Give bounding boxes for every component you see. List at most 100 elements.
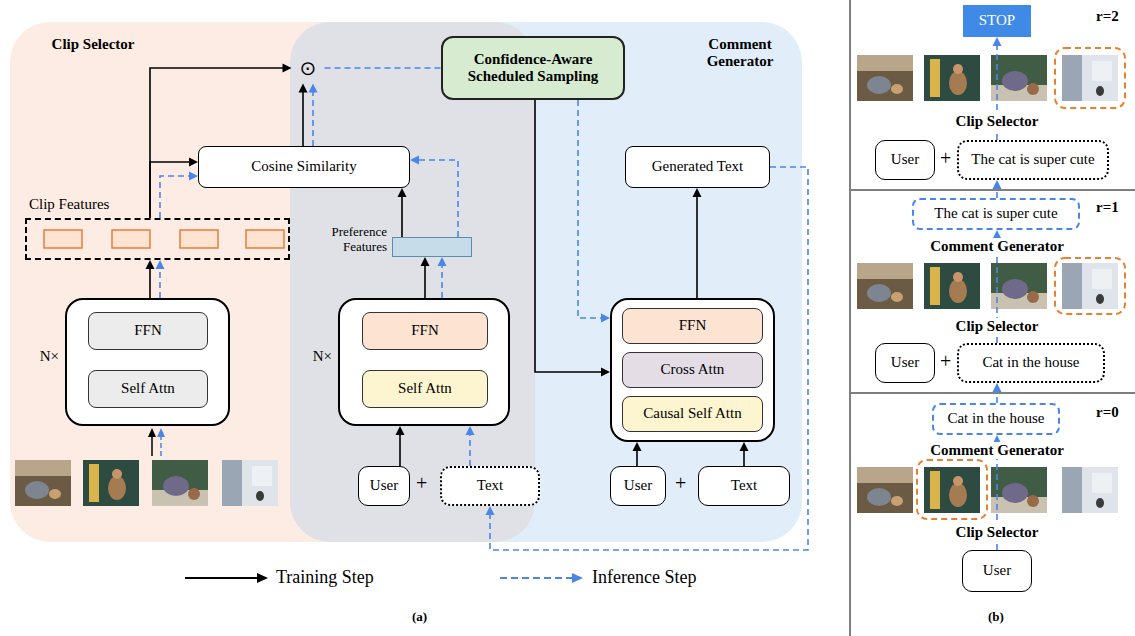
node-label: Text (477, 477, 503, 494)
video-frames (15, 55, 1118, 513)
node-label: User (370, 477, 398, 494)
node-label: Confidence-Aware Scheduled Sampling (443, 51, 623, 86)
arrowhead (993, 37, 1002, 46)
text-label: (a) (412, 610, 427, 625)
generated-comment: Cat in the house (932, 403, 1060, 435)
connector-line (417, 160, 458, 237)
legend-label: Inference Step (592, 567, 696, 588)
text-label: r=1 (1096, 199, 1119, 216)
input-box: Text (440, 466, 540, 506)
text-label: + (416, 472, 427, 495)
node-label: Cat in the house (982, 354, 1079, 371)
feature-bar: Preference Features (392, 237, 472, 257)
connector-line (401, 195, 403, 237)
input-box: User (358, 466, 410, 506)
text-label: Comment Generator (927, 442, 1067, 459)
connector (578, 100, 610, 323)
node-label: Cross Attn (661, 361, 725, 378)
connector-line (743, 449, 745, 466)
connector-line (424, 264, 426, 298)
stop-box: STOP (963, 5, 1031, 37)
input-box: User (875, 343, 935, 383)
arrowhead (283, 64, 292, 73)
arrowhead (410, 156, 419, 165)
arrowhead (633, 442, 642, 451)
arrowhead (438, 257, 447, 266)
connector (325, 68, 442, 69)
connector (150, 158, 198, 219)
connector-line (302, 91, 304, 147)
text-label: Clip Selector (953, 113, 1042, 130)
arrowhead (146, 260, 155, 269)
layer-box: FFN (622, 308, 763, 344)
module-region: Comment Generator Confidence-Aware Schedu… (290, 22, 802, 542)
encoder-block: N×FFNSelf Attn (65, 298, 230, 426)
connector-line (399, 433, 401, 466)
panel-dividers (850, 0, 1135, 636)
layer-box: Self Attn (88, 370, 208, 408)
text-label: + (940, 350, 951, 373)
heading-label: N× (294, 348, 332, 365)
arrowhead (601, 314, 610, 323)
node-label: FFN (679, 317, 707, 334)
text-label: + (940, 147, 951, 170)
input-box: User (610, 466, 666, 506)
heading-label: Clip Features (29, 196, 169, 213)
selected-clip-highlight (917, 48, 1125, 519)
connector (633, 442, 642, 466)
node-label: Cat in the house (947, 410, 1044, 427)
text-label: Clip Selector (953, 318, 1042, 335)
text-label: + (675, 472, 686, 495)
heading-label: Preference Features (299, 225, 387, 255)
frame-input-arrows (148, 428, 165, 456)
connector (146, 260, 155, 298)
text-label: Clip Selector (953, 524, 1042, 541)
input-box: User (962, 550, 1032, 592)
arrowhead (189, 172, 198, 181)
legend-samples (185, 573, 583, 583)
connector (993, 180, 1002, 198)
node-label: Text (731, 477, 757, 494)
connector-line (441, 264, 443, 298)
layer-box: FFN (362, 312, 488, 350)
node-label: Causal Self Attn (643, 405, 741, 422)
product-symbol: ⊙ (292, 53, 325, 84)
connector (466, 426, 475, 466)
sampling-box: Confidence-Aware Scheduled Sampling (441, 36, 625, 100)
arrowhead (421, 257, 430, 266)
generated-comment: The cat is super cute (912, 198, 1080, 230)
connector-line (160, 176, 191, 218)
input-box: The cat is super cute (957, 140, 1109, 180)
arrowhead (740, 442, 749, 451)
connector-line (578, 100, 603, 318)
text-label: Comment Generator (927, 238, 1067, 255)
connector (150, 64, 292, 219)
arrowhead (486, 506, 495, 515)
feature-box: Clip Features (25, 218, 290, 260)
heading-label: N× (21, 348, 59, 365)
arrowhead (993, 383, 1002, 392)
node-label: User (891, 151, 919, 168)
text-label: r=0 (1096, 404, 1119, 421)
connector-line (149, 267, 151, 298)
layer-box: Self Attn (362, 370, 488, 408)
text-label: r=2 (1096, 8, 1119, 25)
heading-label: Comment Generator (688, 36, 792, 71)
node-label: Self Attn (121, 380, 175, 397)
encoder-block: N×FFNSelf Attn (338, 298, 510, 426)
connector (693, 188, 702, 298)
connector-line (325, 67, 442, 69)
connector-line (535, 100, 603, 372)
arrowhead (466, 426, 475, 435)
heading-label: Clip Selector (48, 36, 138, 53)
connector-line (469, 433, 471, 466)
output-box: Generated Text (625, 146, 770, 188)
arrowhead (396, 426, 405, 435)
connector (993, 383, 1002, 403)
connector-line (159, 267, 161, 298)
node-label: FFN (134, 322, 162, 339)
connector-line (636, 449, 638, 466)
arrowhead (693, 188, 702, 197)
text-label: (b) (988, 610, 1004, 625)
layer-box: FFN (88, 312, 208, 350)
